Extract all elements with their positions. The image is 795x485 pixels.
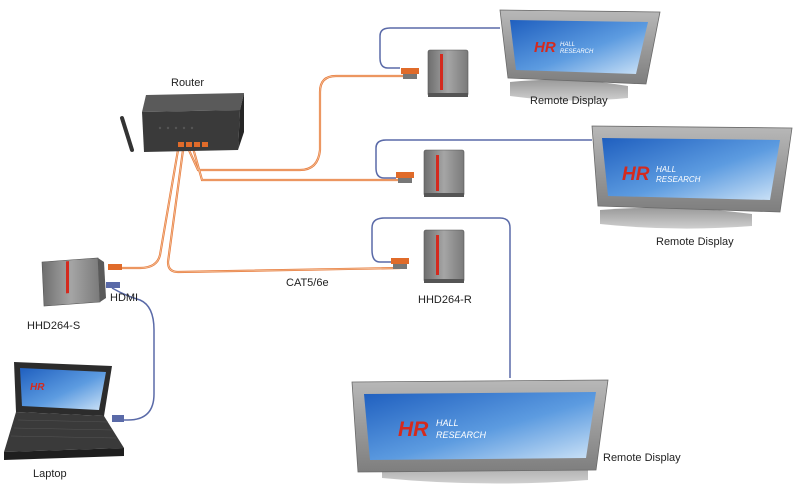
hdmi-label: HDMI	[110, 292, 139, 304]
svg-text:RESEARCH: RESEARCH	[656, 175, 701, 184]
receiver-box-3	[391, 229, 465, 283]
remote-display-label-1: Remote Display	[530, 95, 608, 107]
laptop-label: Laptop	[33, 468, 67, 480]
hdmi-cable-rx1	[379, 27, 500, 69]
cat-cable-to-rx2	[191, 146, 407, 182]
receiver-box-2	[396, 149, 465, 197]
sender-label: HHD264-S	[27, 320, 81, 332]
remote-display-label-2: Remote Display	[656, 236, 734, 248]
remote-display-3: HR HALL RESEARCH	[351, 379, 609, 484]
hdmi-cable-rx3	[371, 217, 511, 378]
logo-mark: HR	[398, 418, 429, 441]
svg-text:RESEARCH: RESEARCH	[436, 430, 487, 440]
logo-mark: HR	[534, 39, 556, 56]
svg-text:RESEARCH: RESEARCH	[560, 49, 594, 55]
cable-type-label: CAT5/6e	[286, 277, 329, 289]
hdmi-cables	[111, 27, 592, 421]
cat-cables	[116, 74, 412, 274]
receiver-label: HHD264-R	[418, 294, 472, 306]
remote-display-2: HR HALL RESEARCH	[591, 125, 793, 229]
svg-text:HR: HR	[30, 382, 45, 393]
svg-text:HALL: HALL	[436, 418, 459, 428]
router-label: Router	[171, 77, 205, 89]
laptop: HR	[4, 362, 124, 460]
svg-text:HALL: HALL	[560, 42, 575, 48]
remote-display-label-3: Remote Display	[603, 452, 681, 464]
cat-cable-to-rx3	[166, 148, 402, 274]
receiver-box-1	[401, 49, 469, 97]
svg-text:HALL: HALL	[656, 165, 676, 174]
remote-display-1: HR HALL RESEARCH	[499, 9, 661, 101]
logo-mark: HR	[622, 164, 650, 185]
router	[120, 93, 244, 152]
hdmi-cable-rx2	[375, 139, 592, 179]
transmitter-box	[41, 257, 122, 307]
hdmi-cable-laptop	[111, 287, 155, 421]
